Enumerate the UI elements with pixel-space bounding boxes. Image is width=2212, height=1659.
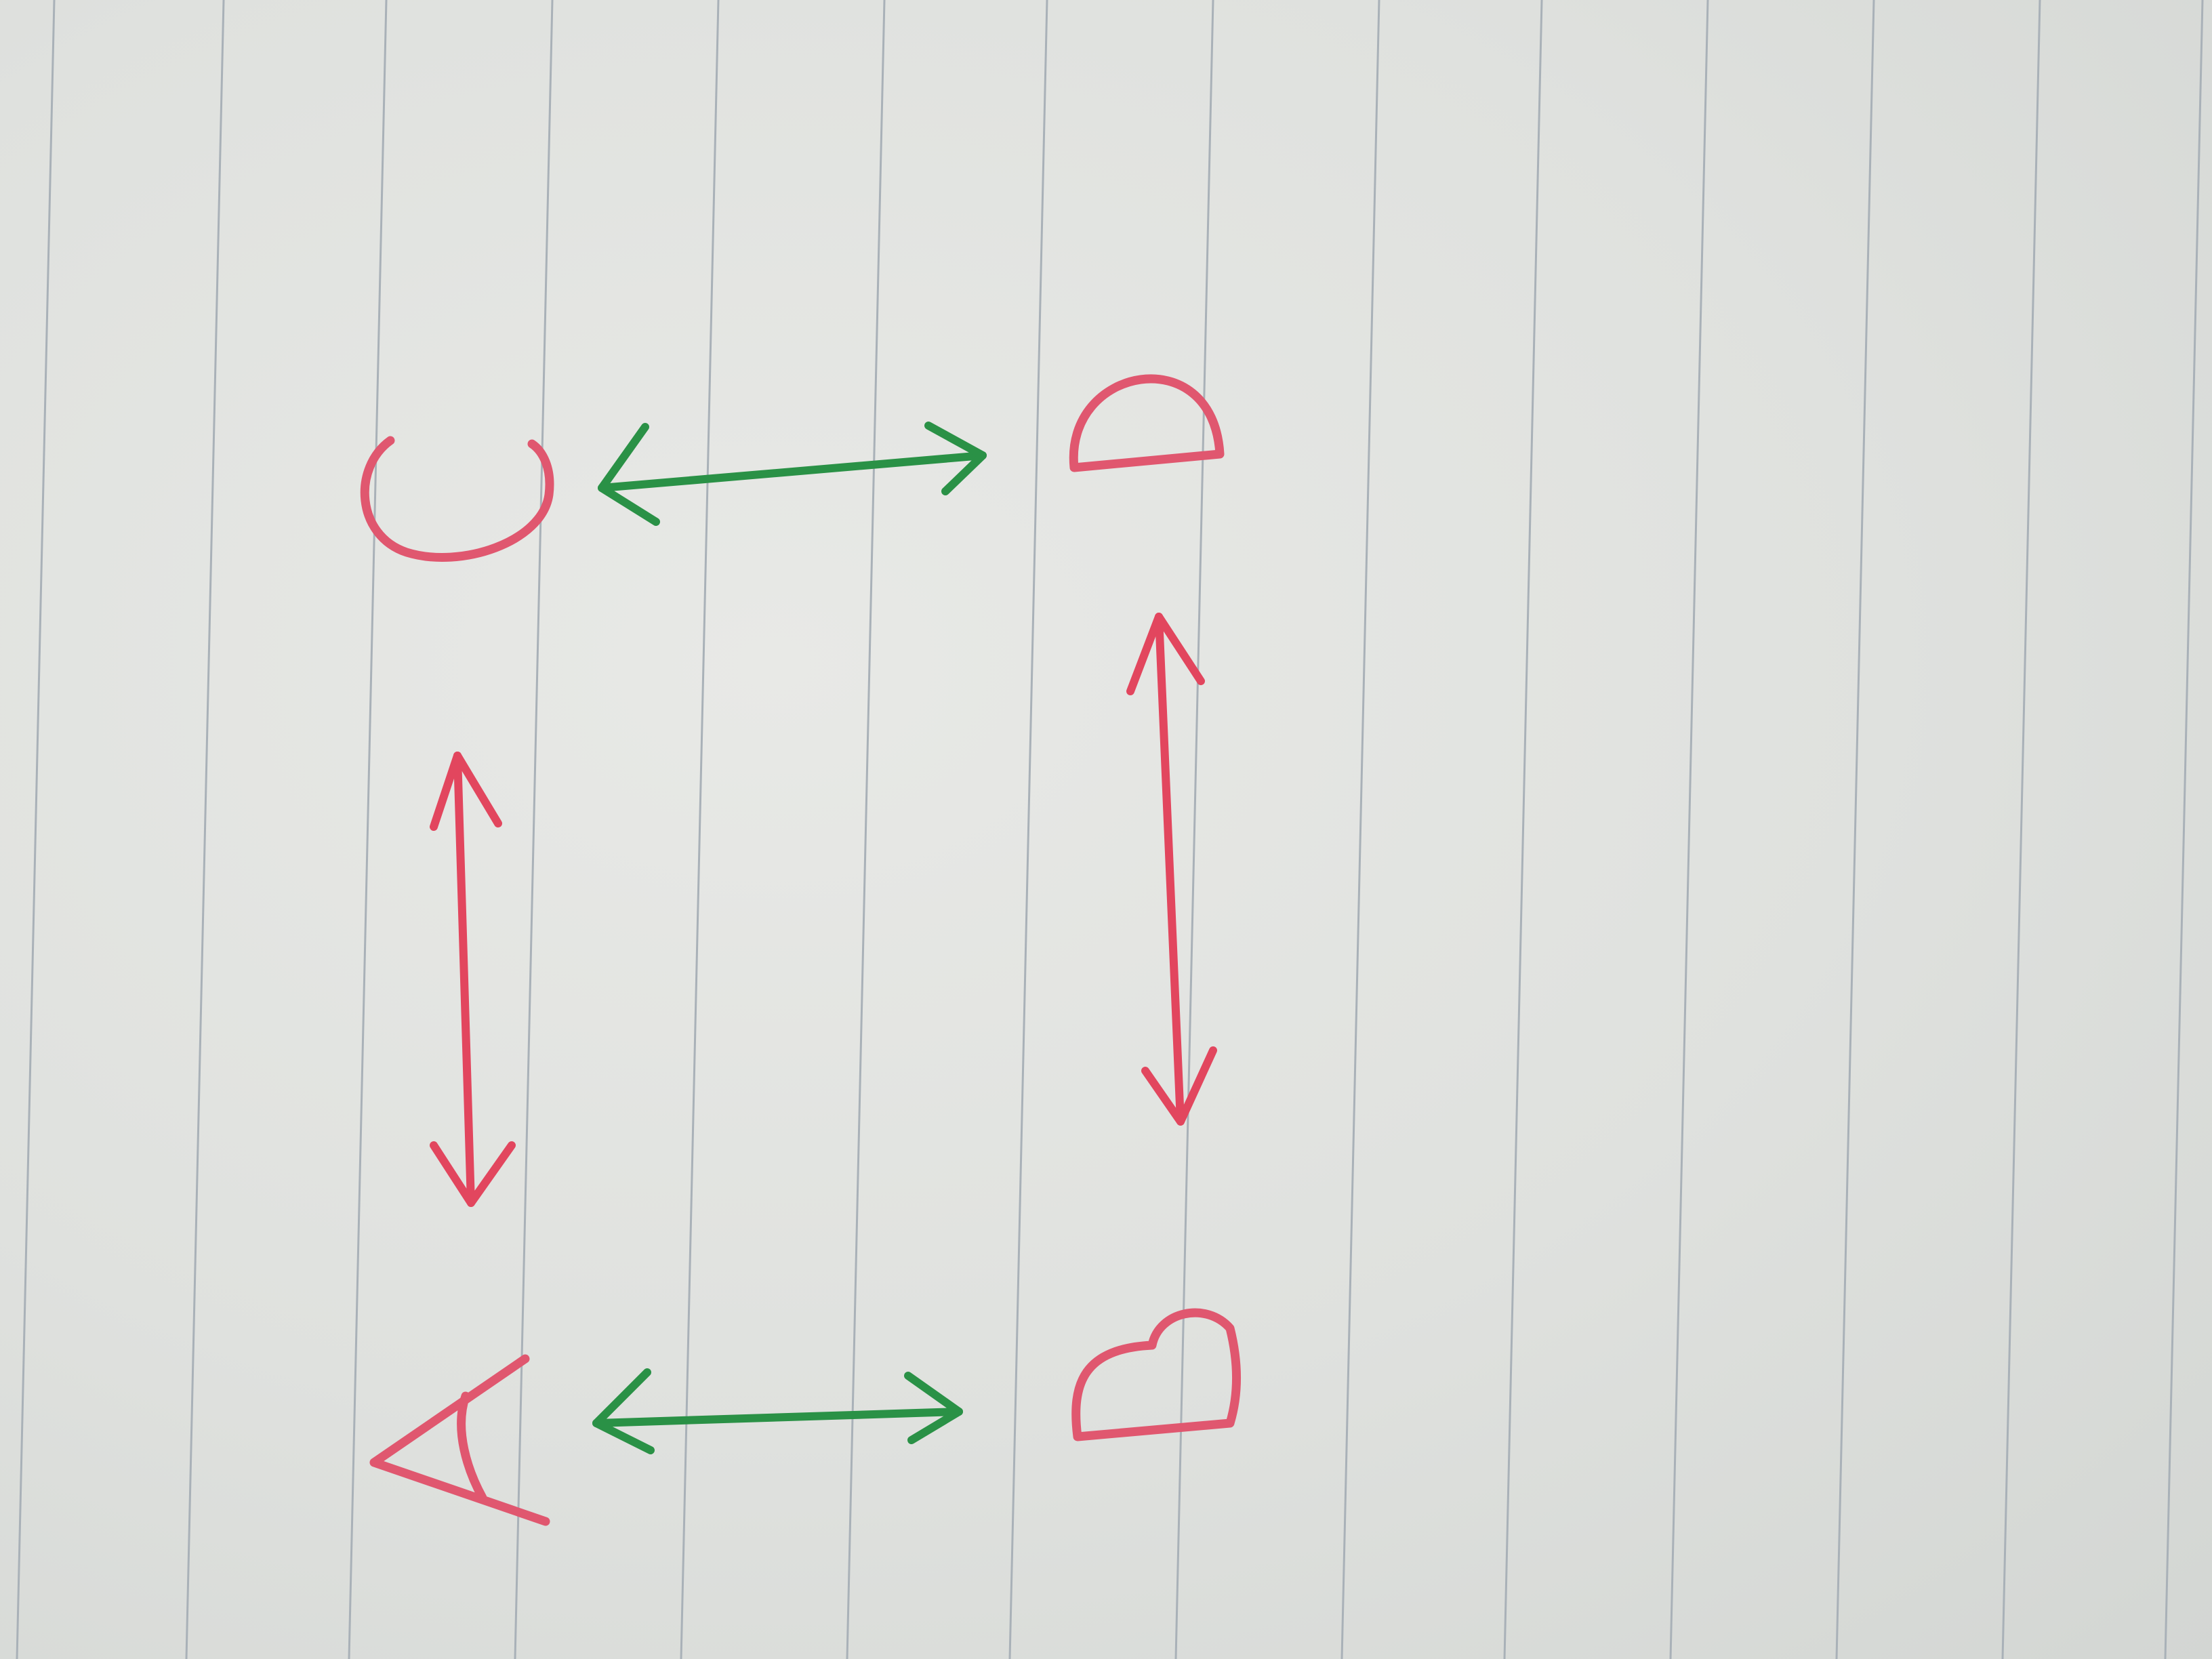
edge-b-d xyxy=(1126,613,1217,1126)
node-c xyxy=(360,436,554,562)
ruled-line xyxy=(2164,0,2204,1659)
arrow-a-b-head-left xyxy=(592,1368,655,1454)
node-d xyxy=(1069,374,1225,472)
arrow-c-d-head-right xyxy=(924,422,987,495)
ruled-line xyxy=(16,0,56,1659)
edge-c-d xyxy=(598,422,987,526)
letter-c xyxy=(360,436,554,562)
letter-d xyxy=(1069,374,1225,472)
arrow-c-d xyxy=(598,451,987,492)
ruled-line xyxy=(1835,0,1875,1659)
edge-a-b xyxy=(592,1368,963,1454)
node-b xyxy=(1071,1308,1241,1441)
ruled-line xyxy=(680,0,720,1659)
letter-b xyxy=(1071,1308,1241,1441)
ruled-line xyxy=(1669,0,1709,1659)
ruled-line xyxy=(846,0,886,1659)
ruled-line xyxy=(514,0,554,1659)
arrow-a-c xyxy=(453,752,475,1207)
letter-a xyxy=(369,1354,550,1526)
ruled-line xyxy=(348,0,388,1659)
ruled-line xyxy=(1340,0,1380,1659)
arrow-b-d-head-bottom xyxy=(1141,1046,1217,1126)
node-a xyxy=(369,1354,550,1526)
ruled-line xyxy=(1503,0,1543,1659)
ruled-line xyxy=(185,0,225,1659)
arrow-c-d-head-left xyxy=(598,423,660,526)
arrow-a-c-head-top xyxy=(430,752,502,831)
arrow-a-b-head-right xyxy=(904,1372,963,1444)
edge-a-c xyxy=(430,752,516,1207)
ruled-line xyxy=(1008,0,1048,1659)
arrow-a-b xyxy=(592,1408,963,1427)
arrow-b-d xyxy=(1155,613,1185,1126)
arrow-b-d-head-top xyxy=(1126,613,1205,695)
ruled-line xyxy=(2001,0,2041,1659)
ruled-line xyxy=(1174,0,1214,1659)
arrow-a-c-head-bottom xyxy=(430,1141,516,1207)
